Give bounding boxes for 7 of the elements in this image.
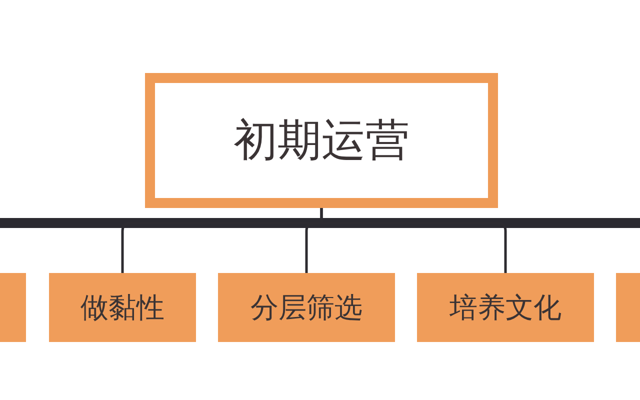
process-box: 做黏性	[49, 273, 196, 342]
process-box: 分层筛选	[218, 273, 395, 342]
topic-box: 初期运营	[145, 73, 498, 208]
connector	[320, 208, 507, 273]
process-box: 培养文化	[417, 273, 594, 342]
process-box	[0, 273, 26, 342]
process-box	[616, 273, 640, 342]
